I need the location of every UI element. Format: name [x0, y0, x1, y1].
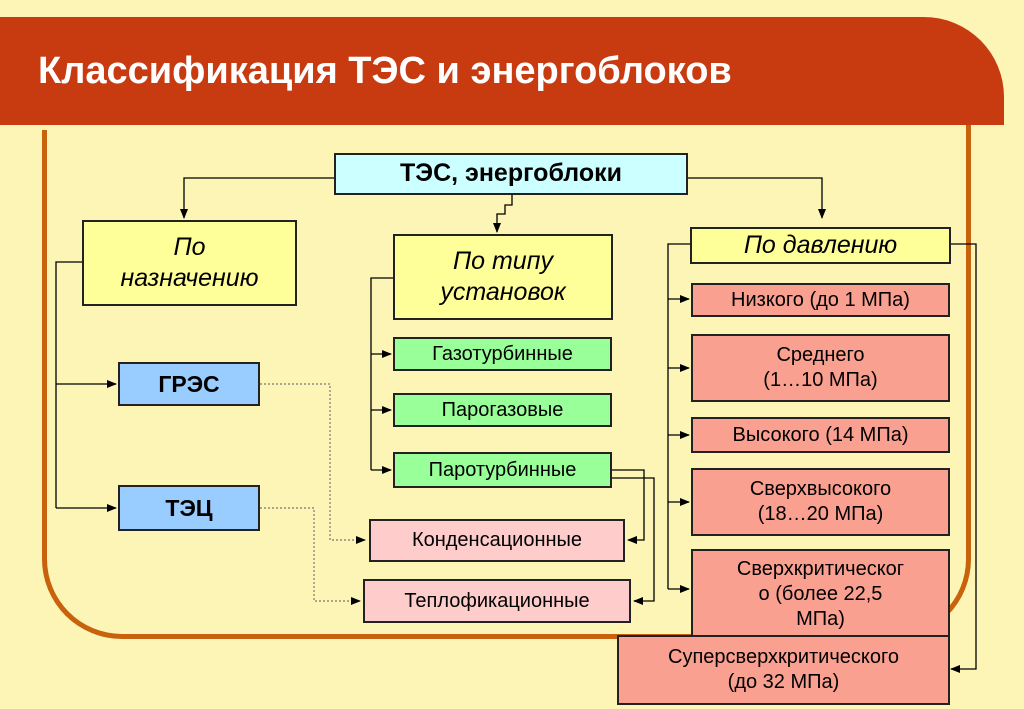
- pressure-node-label: По давлению: [743, 230, 898, 259]
- pressure-item-low-label: Низкого (до 1 МПа): [731, 288, 910, 311]
- plant-type-item-gas-turbine-label: Газотурбинные: [432, 342, 573, 365]
- root-to-purpose-connector: [180, 177, 334, 219]
- purpose-trunk: [55, 261, 82, 508]
- plant-type-node-line-2: установок: [440, 278, 566, 306]
- purpose-item-tec-label: ТЭЦ: [165, 494, 213, 521]
- pressure-item-super-high-line-2: (18…20 МПа): [757, 503, 884, 525]
- purpose-node-line-2: назначению: [120, 264, 259, 292]
- pressure-item-ultra-supercritical-line-1: Суперсверхкритического: [668, 646, 899, 668]
- pressure-item-supercritical-line-3: МПа): [796, 608, 845, 630]
- plant-type-node-line-1: По типу: [453, 246, 553, 275]
- plant-type-node: По типу установок: [393, 234, 613, 320]
- plant-subtype-condensing: Конденсационные: [369, 519, 625, 562]
- plant-type-item-steam-turbine-label: Паротурбинные: [428, 458, 577, 481]
- purpose-item-gres: ГРЭС: [118, 362, 260, 406]
- tec-to-heating-dotted-link: [260, 507, 361, 605]
- pressure-item-medium: Среднего (1…10 МПа): [691, 334, 950, 402]
- pressure-item-low: Низкого (до 1 МПа): [691, 283, 950, 317]
- pressure-item-high: Высокого (14 МПа): [691, 417, 950, 453]
- plant-subtype-condensing-label: Конденсационные: [411, 529, 583, 551]
- plant-type-item-steam-turbine: Паротурбинные: [393, 452, 612, 488]
- root-node-label: ТЭС, энергоблоки: [400, 159, 622, 188]
- plant-type-item-gas-turbine: Газотурбинные: [393, 337, 612, 371]
- content-frame: [42, 125, 971, 639]
- pressure-item-ultra-supercritical-line-2: (до 32 МПа): [727, 671, 840, 693]
- steam-to-heating-connector: [612, 477, 655, 605]
- plant-type-item-combined-cycle: Парогазовые: [393, 393, 612, 427]
- plant-subtype-heating-label: Теплофикационные: [404, 589, 590, 612]
- slide-title: Классификация ТЭС и энергоблоков: [38, 50, 732, 92]
- title-banner: [0, 17, 1004, 125]
- steam-to-condensing-connector: [612, 469, 645, 544]
- pressure-item-supercritical-line-1: Сверхкритическог: [736, 558, 905, 580]
- plant-type-item-combined-cycle-label: Парогазовые: [441, 398, 564, 421]
- pressure-item-supercritical-line-2: о (более 22,5: [758, 583, 883, 605]
- pressure-node: По давлению: [690, 227, 951, 264]
- root-to-plant-type-connector: [493, 195, 513, 233]
- plant-type-trunk: [370, 277, 393, 470]
- pressure-item-ultra-supercritical: Суперсверхкритического (до 32 МПа): [617, 635, 950, 705]
- title-separator-line: [0, 125, 905, 130]
- pressure-item-medium-line-1: Среднего: [776, 344, 865, 366]
- plant-subtype-heating: Теплофикационные: [363, 579, 631, 623]
- purpose-item-tec: ТЭЦ: [118, 485, 260, 531]
- pressure-to-ultra-supercritical-connector: [950, 243, 977, 673]
- root-to-pressure-connector: [688, 177, 826, 219]
- pressure-trunk: [667, 243, 690, 589]
- root-node: ТЭС, энергоблоки: [334, 153, 688, 195]
- purpose-node-line-1: По: [173, 232, 206, 261]
- pressure-item-high-label: Высокого (14 МПа): [732, 423, 909, 446]
- purpose-item-gres-label: ГРЭС: [158, 370, 220, 397]
- purpose-node: По назначению: [82, 220, 297, 306]
- pressure-item-supercritical: Сверхкритическог о (более 22,5 МПа): [691, 549, 950, 643]
- pressure-item-super-high: Сверхвысокого (18…20 МПа): [691, 468, 950, 536]
- pressure-item-super-high-line-1: Сверхвысокого: [749, 478, 892, 500]
- pressure-item-medium-line-2: (1…10 МПа): [763, 369, 878, 391]
- gres-to-condensing-dotted-link: [260, 383, 366, 544]
